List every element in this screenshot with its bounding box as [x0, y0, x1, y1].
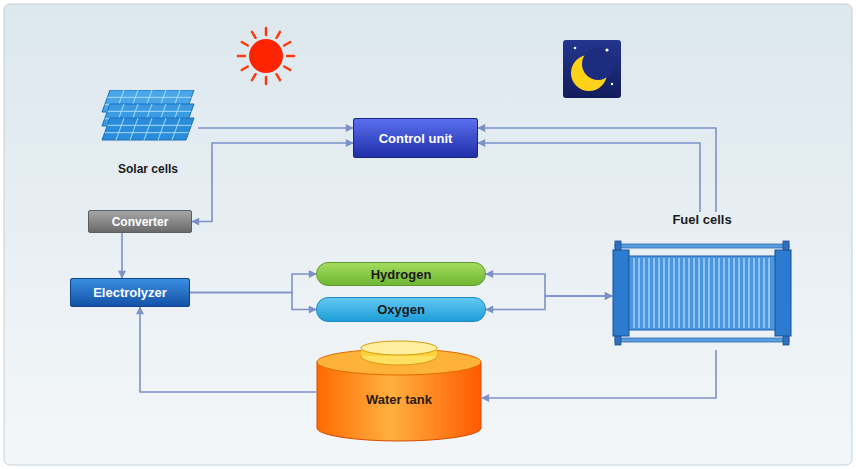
sun-ray [277, 32, 281, 38]
fuel-cells: Fuel cells [612, 212, 792, 350]
node-label: Converter [112, 215, 169, 229]
flow-arrow [482, 350, 716, 398]
sun-ray [284, 67, 290, 71]
flow-arrow [140, 307, 316, 392]
flow-arrow [190, 293, 316, 310]
flow-arrow [478, 143, 700, 212]
sun-ray [284, 42, 290, 46]
sun-ray [265, 77, 268, 84]
solar-panel [102, 118, 194, 140]
moon-icon [563, 40, 621, 98]
sun-ray [238, 55, 245, 58]
sun-icon [238, 28, 294, 84]
process-box: Control unit [353, 118, 478, 158]
water-tank-icon [316, 340, 482, 442]
gas-store: Hydrogen [316, 262, 486, 286]
gas-store: Oxygen [316, 297, 486, 322]
fuel-cells-icon [612, 212, 792, 350]
solar-cells: Solar cells [98, 90, 198, 176]
process-box: Converter [88, 210, 192, 233]
panel [4, 4, 852, 465]
water-tank: Water tank [316, 340, 482, 442]
sun-ray [242, 42, 248, 46]
sun-ray [265, 28, 268, 35]
sun-ray [242, 67, 248, 71]
sun-ray [252, 32, 256, 38]
flow-arrow [486, 274, 612, 296]
flow-arrow [486, 296, 612, 310]
process-box: Electrolyzer [70, 278, 190, 307]
node-label: Fuel cells [672, 212, 731, 227]
node-label: Oxygen [377, 302, 425, 317]
node-label: Water tank [366, 392, 432, 407]
flow-arrow [478, 128, 716, 212]
flow-arrow [198, 127, 353, 129]
flow-arrow [121, 233, 123, 278]
flow-arrow [190, 274, 316, 293]
sun-ray [252, 74, 256, 80]
flow-arrow [192, 143, 353, 222]
node-label: Control unit [379, 131, 453, 146]
node-label: Solar cells [118, 162, 178, 176]
tank-cylinder [317, 341, 481, 441]
sun-ray [287, 55, 294, 58]
fuel-cell-stack [613, 241, 791, 345]
node-label: Electrolyzer [93, 285, 167, 300]
sun-ray [277, 74, 281, 80]
node-label: Hydrogen [371, 267, 432, 282]
